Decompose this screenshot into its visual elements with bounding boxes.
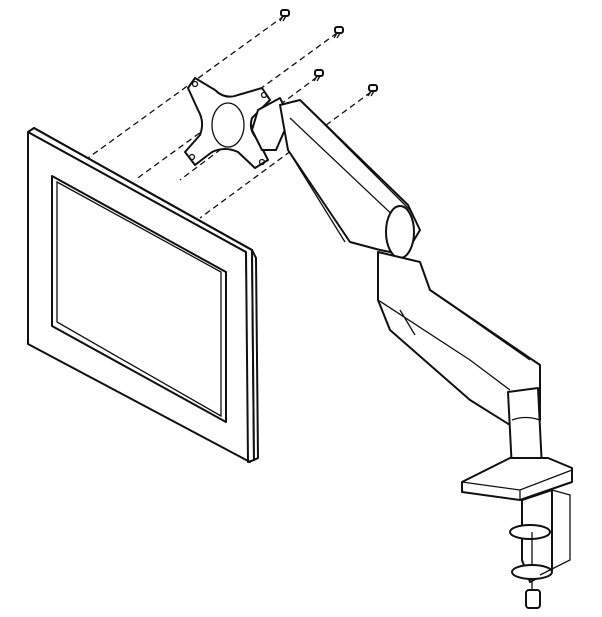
monitor <box>27 127 259 463</box>
vesa-plate <box>184 77 271 169</box>
screw-icon <box>313 69 324 82</box>
desk-clamp <box>461 457 573 609</box>
screw-icon <box>367 84 378 97</box>
screws <box>279 9 378 97</box>
screw-icon <box>279 9 290 22</box>
screw-icon <box>333 26 344 39</box>
monitor-arm <box>251 97 543 471</box>
